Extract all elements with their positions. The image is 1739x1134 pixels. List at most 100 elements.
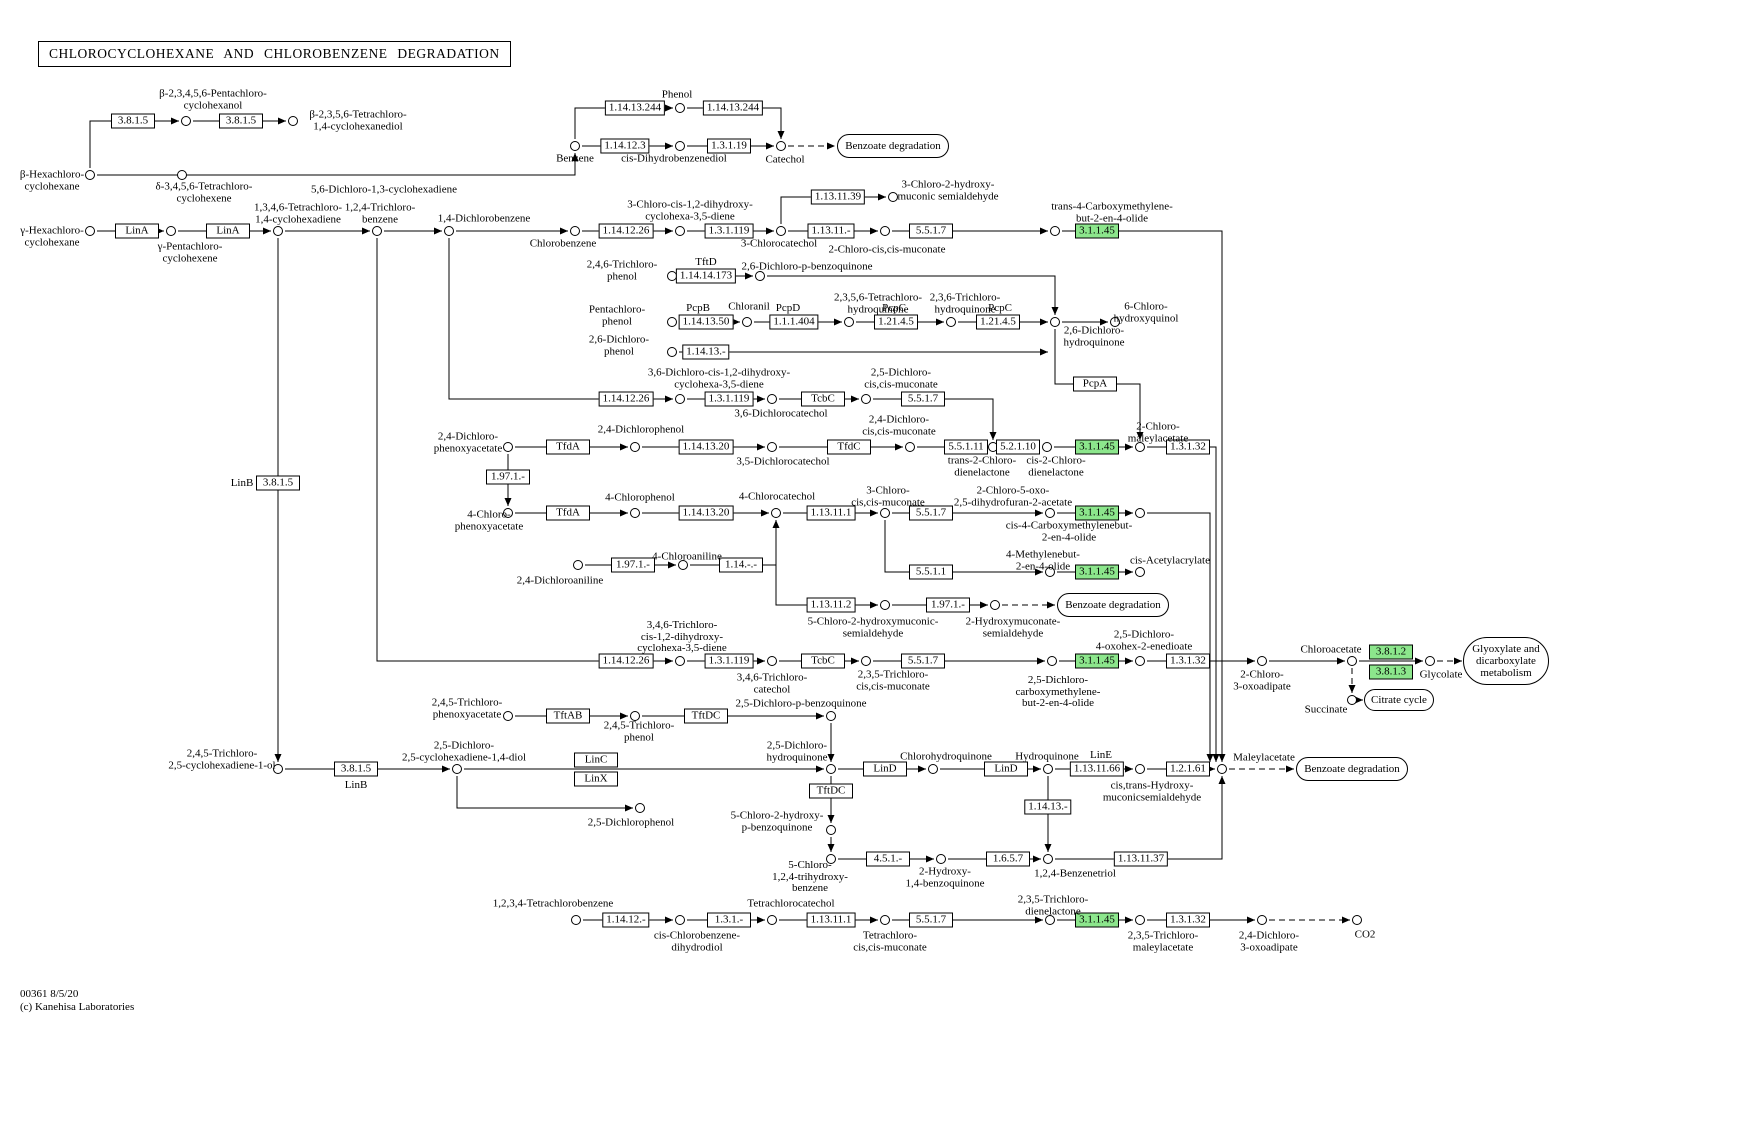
enzyme-box-1.13.11.66[interactable]: 1.13.11.66 [1069,761,1125,777]
enzyme-box-1.2.1.61[interactable]: 1.2.1.61 [1166,761,1210,777]
enzyme-box-3.1.1.45[interactable]: 3.1.1.45 [1075,564,1119,580]
compound-node[interactable] [990,600,1000,610]
compound-node[interactable] [630,508,640,518]
enzyme-box-5.5.1.7[interactable]: 5.5.1.7 [909,223,953,239]
compound-node[interactable] [888,192,898,202]
enzyme-box-LinD[interactable]: LinD [863,761,907,777]
enzyme-box-5.5.1.7[interactable]: 5.5.1.7 [901,653,945,669]
compound-node[interactable] [880,226,890,236]
enzyme-box-TftDC[interactable]: TftDC [684,708,728,724]
enzyme-box-1.14.-.-[interactable]: 1.14.-.- [719,557,763,573]
enzyme-box-1.97.1.-[interactable]: 1.97.1.- [486,469,530,485]
compound-node[interactable] [570,141,580,151]
enzyme-box-1.3.1.19[interactable]: 1.3.1.19 [707,138,751,154]
compound-node[interactable] [905,442,915,452]
compound-node[interactable] [826,854,836,864]
compound-node[interactable] [767,394,777,404]
compound-node[interactable] [1045,508,1055,518]
enzyme-box-3.1.1.45[interactable]: 3.1.1.45 [1075,439,1119,455]
enzyme-box-1.3.1.119[interactable]: 1.3.1.119 [704,223,754,239]
compound-node[interactable] [861,394,871,404]
enzyme-box-TcbC[interactable]: TcbC [801,391,845,407]
enzyme-box-1.13.11.-[interactable]: 1.13.11.- [807,223,855,239]
compound-node[interactable] [1135,764,1145,774]
enzyme-box-PcpA[interactable]: PcpA [1073,376,1117,392]
enzyme-box-1.6.5.7[interactable]: 1.6.5.7 [986,851,1030,867]
compound-node[interactable] [936,854,946,864]
compound-node[interactable] [503,442,513,452]
enzyme-box-TftDC[interactable]: TftDC [809,783,853,799]
compound-node[interactable] [1257,915,1267,925]
enzyme-box-1.1.1.404[interactable]: 1.1.1.404 [769,314,819,330]
compound-node[interactable] [1110,317,1120,327]
compound-node[interactable] [880,508,890,518]
compound-node[interactable] [928,764,938,774]
compound-node[interactable] [678,560,688,570]
enzyme-box-1.14.14.173[interactable]: 1.14.14.173 [675,268,737,284]
compound-node[interactable] [452,764,462,774]
enzyme-box-1.14.13.-[interactable]: 1.14.13.- [682,344,730,360]
enzyme-box-TfdC[interactable]: TfdC [827,439,871,455]
enzyme-box-1.13.11.37[interactable]: 1.13.11.37 [1113,851,1169,867]
enzyme-box-3.8.1.5[interactable]: 3.8.1.5 [219,113,263,129]
compound-node[interactable] [667,317,677,327]
compound-node[interactable] [288,116,298,126]
enzyme-box-LinC[interactable]: LinC [574,752,618,768]
compound-node[interactable] [273,764,283,774]
compound-node[interactable] [675,103,685,113]
compound-node[interactable] [85,226,95,236]
enzyme-box-3.8.1.2[interactable]: 3.8.1.2 [1369,644,1413,660]
enzyme-box-LinA[interactable]: LinA [206,223,250,239]
compound-node[interactable] [85,170,95,180]
compound-node[interactable] [166,226,176,236]
compound-node[interactable] [1352,915,1362,925]
enzyme-box-3.8.1.5[interactable]: 3.8.1.5 [111,113,155,129]
enzyme-box-3.8.1.3[interactable]: 3.8.1.3 [1369,664,1413,680]
enzyme-box-1.3.1.32[interactable]: 1.3.1.32 [1166,439,1210,455]
pathway-link[interactable]: Benzoate degradation [1296,757,1408,781]
enzyme-box-1.3.1.119[interactable]: 1.3.1.119 [704,653,754,669]
enzyme-box-1.3.1.32[interactable]: 1.3.1.32 [1166,912,1210,928]
enzyme-box-LinA[interactable]: LinA [115,223,159,239]
compound-node[interactable] [826,825,836,835]
enzyme-box-5.5.1.7[interactable]: 5.5.1.7 [909,912,953,928]
enzyme-box-3.1.1.45[interactable]: 3.1.1.45 [1075,505,1119,521]
compound-node[interactable] [1425,656,1435,666]
compound-node[interactable] [1347,695,1357,705]
enzyme-box-4.5.1.-[interactable]: 4.5.1.- [866,851,910,867]
compound-node[interactable] [771,508,781,518]
enzyme-box-5.5.1.7[interactable]: 5.5.1.7 [909,505,953,521]
enzyme-box-1.14.13.-[interactable]: 1.14.13.- [1024,799,1072,815]
compound-node[interactable] [1217,764,1227,774]
compound-node[interactable] [444,226,454,236]
enzyme-box-3.8.1.5[interactable]: 3.8.1.5 [334,761,378,777]
compound-node[interactable] [675,915,685,925]
compound-node[interactable] [946,317,956,327]
compound-node[interactable] [1257,656,1267,666]
compound-node[interactable] [273,226,283,236]
compound-node[interactable] [1042,442,1052,452]
enzyme-box-1.13.11.39[interactable]: 1.13.11.39 [810,189,866,205]
compound-node[interactable] [767,915,777,925]
enzyme-box-1.14.12.26[interactable]: 1.14.12.26 [598,653,654,669]
enzyme-box-1.13.11.2[interactable]: 1.13.11.2 [806,597,856,613]
compound-node[interactable] [1347,656,1357,666]
compound-node[interactable] [181,116,191,126]
compound-node[interactable] [755,271,765,281]
compound-node[interactable] [1050,317,1060,327]
enzyme-box-3.1.1.45[interactable]: 3.1.1.45 [1075,223,1119,239]
compound-node[interactable] [776,141,786,151]
enzyme-box-LinD[interactable]: LinD [984,761,1028,777]
enzyme-box-1.14.12.26[interactable]: 1.14.12.26 [598,391,654,407]
compound-node[interactable] [372,226,382,236]
compound-node[interactable] [826,711,836,721]
compound-node[interactable] [1047,656,1057,666]
enzyme-box-TftAB[interactable]: TftAB [546,708,590,724]
pathway-link[interactable]: Benzoate degradation [837,134,949,158]
compound-node[interactable] [880,600,890,610]
pathway-link[interactable]: Glyoxylate and dicarboxylate metabolism [1463,637,1549,685]
enzyme-box-1.13.11.1[interactable]: 1.13.11.1 [806,912,856,928]
enzyme-box-5.2.1.10[interactable]: 5.2.1.10 [996,439,1040,455]
enzyme-box-1.21.4.5[interactable]: 1.21.4.5 [976,314,1020,330]
compound-node[interactable] [742,317,752,327]
